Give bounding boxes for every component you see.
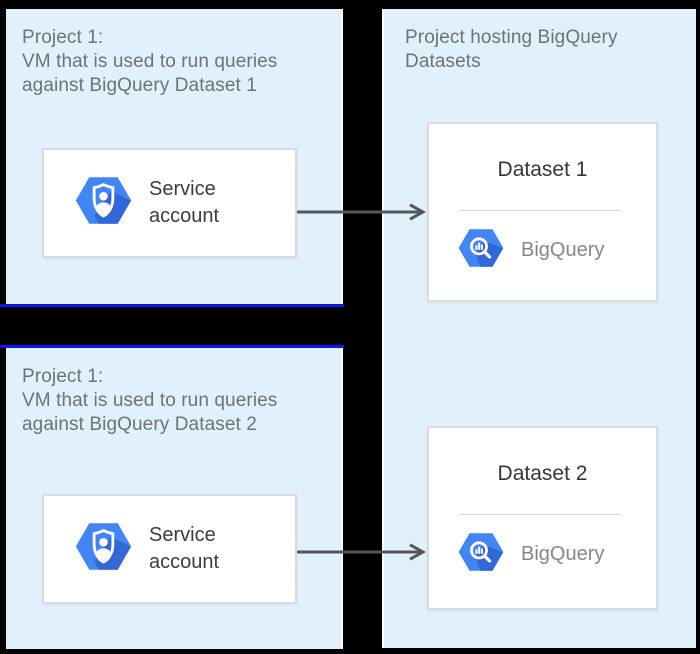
label-line: Project hosting BigQuery xyxy=(405,27,618,48)
dataset-title: Dataset 2 xyxy=(497,462,588,485)
service-account-card-2: Service account xyxy=(42,494,297,604)
service-account-icon xyxy=(75,176,132,230)
label-line: Datasets xyxy=(405,51,481,72)
arrow-service1-to-dataset1 xyxy=(297,203,426,221)
service-account-label: Service account xyxy=(149,178,220,227)
card-divider xyxy=(460,210,621,211)
label-line: against BigQuery Dataset 1 xyxy=(22,75,257,96)
label-line: VM that is used to run queries xyxy=(22,390,278,411)
project1-bottom-label: Project 1: VM that is used to run querie… xyxy=(22,365,277,437)
label-line: Project 1: xyxy=(22,366,104,387)
dataset-title: Dataset 1 xyxy=(497,158,588,181)
bigquery-icon xyxy=(458,228,504,273)
bigquery-row: BigQuery xyxy=(458,532,656,577)
label-line: Project 1: xyxy=(22,27,104,48)
label-line: VM that is used to run queries xyxy=(22,51,278,72)
dataset-1-card: Dataset 1 BigQuery xyxy=(427,122,658,302)
panel-top-edge-line xyxy=(0,345,344,348)
service-account-label: Service account xyxy=(149,524,220,573)
arrow-service2-to-dataset2 xyxy=(297,543,426,561)
project1-top-label: Project 1: VM that is used to run querie… xyxy=(22,26,277,98)
service-account-icon xyxy=(75,522,132,576)
label-line: against BigQuery Dataset 2 xyxy=(22,414,257,435)
bigquery-label: BigQuery xyxy=(521,239,605,261)
panel-bottom-edge-line xyxy=(0,304,344,307)
bigquery-row: BigQuery xyxy=(458,228,656,273)
service-account-card-1: Service account xyxy=(42,148,297,258)
dataset-2-card: Dataset 2 BigQuery xyxy=(427,426,658,610)
bigquery-label: BigQuery xyxy=(521,543,605,565)
card-divider xyxy=(460,514,621,515)
bigquery-icon xyxy=(458,532,504,577)
hosting-panel-label: Project hosting BigQuery Datasets xyxy=(405,26,618,74)
